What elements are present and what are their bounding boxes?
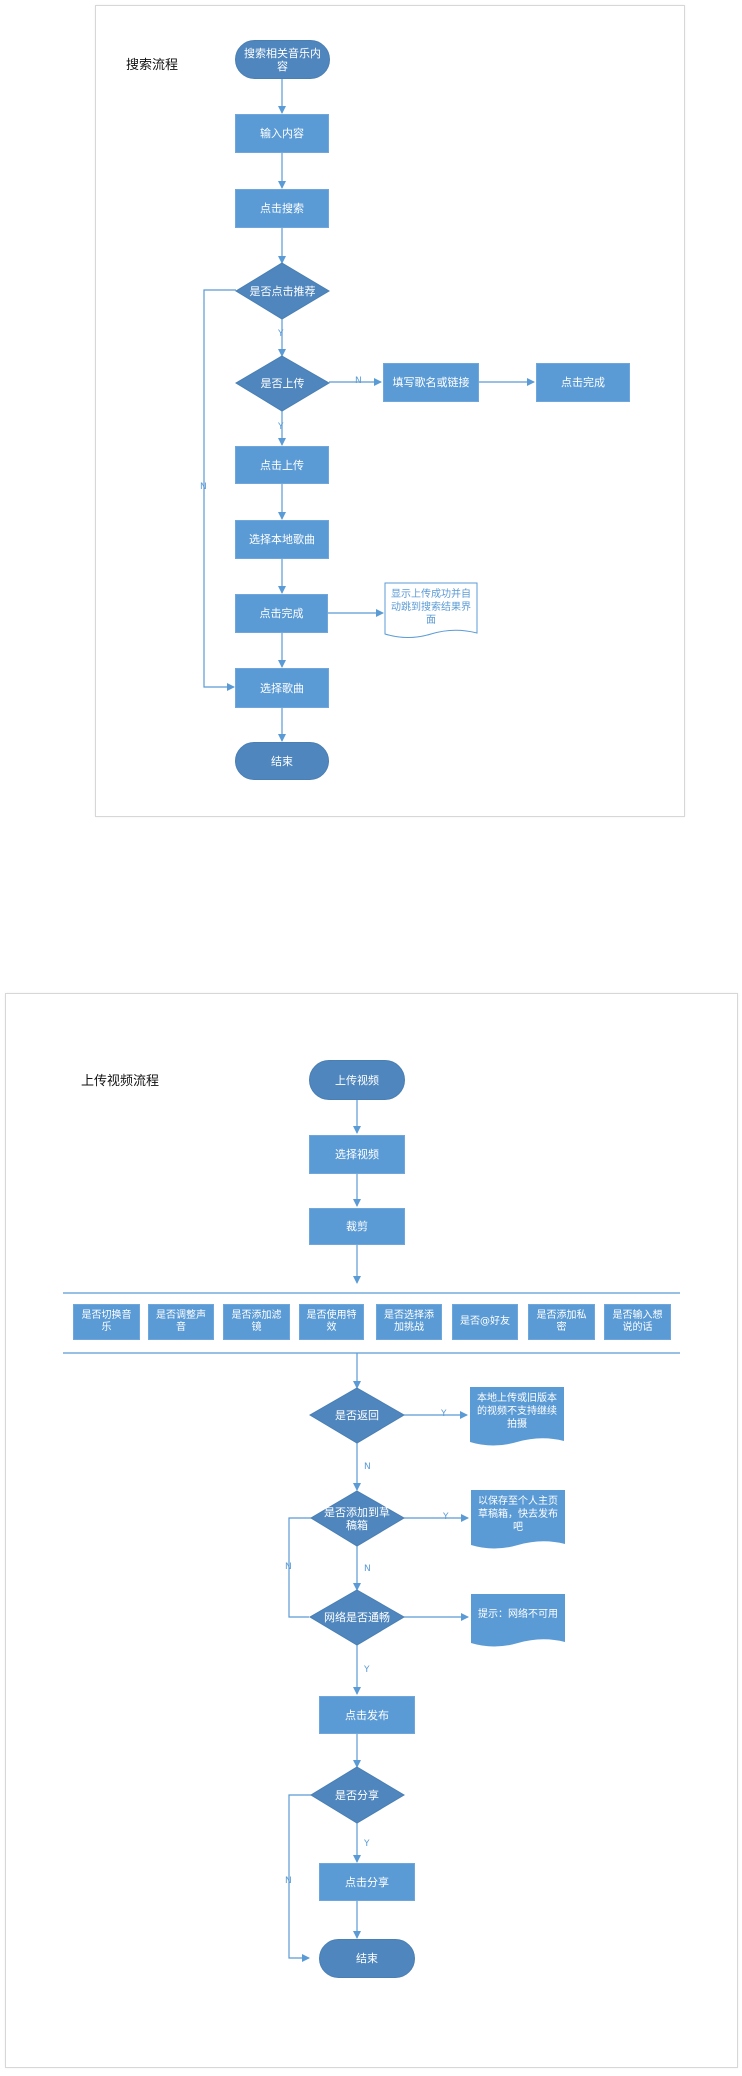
crop-box: 裁剪 (309, 1208, 405, 1245)
click-done-box: 点击完成 (235, 594, 328, 633)
end-node: 结束 (319, 1939, 415, 1978)
network-note-shape (471, 1594, 565, 1647)
no-label: N (364, 1462, 371, 1472)
success-note-text: 显示上传成功并自动跳到搜索结果界面 (391, 588, 471, 626)
publish-box: 点击发布 (319, 1696, 415, 1734)
choose-local-song-box: 选择本地歌曲 (235, 520, 329, 559)
draft-note-text: 以保存至个人主页草稿箱，快去发布吧 (478, 1495, 558, 1533)
no-label: N (200, 482, 207, 492)
upload-flow-title: 上传视频流程 (81, 1074, 160, 1089)
start-node: 搜索相关音乐内容 (235, 40, 330, 79)
input-content-box: 输入内容 (235, 114, 329, 153)
option-add-challenge: 是否选择添加挑战 (376, 1304, 442, 1340)
start-node: 上传视频 (309, 1060, 405, 1100)
share-decision-label: 是否分享 (335, 1788, 379, 1802)
network-note-text: 提示：网络不可用 (478, 1608, 558, 1620)
upload-decision-label: 是否上传 (260, 376, 305, 390)
recommend-decision-label: 是否点击推荐 (249, 284, 316, 298)
network-decision-shape (309, 1589, 405, 1646)
share-decision-shape (310, 1766, 405, 1824)
search-flow-connectors (203, 79, 535, 742)
draft-note-shape (471, 1490, 565, 1549)
end-node: 结束 (235, 742, 329, 780)
click-upload-box: 点击上传 (235, 446, 329, 484)
no-label: N (364, 1564, 371, 1574)
option-input-words: 是否输入想说的话 (604, 1304, 671, 1340)
no-label: N (285, 1562, 292, 1572)
no-label: N (355, 376, 362, 386)
upload-decision-shape (235, 355, 330, 412)
search-flow-page: 搜索流程 搜索相关音乐内容 输入内容 点击搜索 是否点击推荐 是否上传 填写歌名… (95, 5, 685, 817)
search-flow-title: 搜索流程 (126, 58, 179, 73)
yes-label: Y (278, 422, 284, 432)
option-use-effects: 是否使用特效 (299, 1304, 364, 1340)
draft-decision-label: 是否添加到草稿箱 (324, 1506, 390, 1532)
return-decision-shape (309, 1387, 405, 1444)
option-add-private: 是否添加私密 (528, 1304, 595, 1340)
draft-decision-shape (310, 1490, 405, 1547)
recommend-decision-shape (235, 262, 330, 320)
yes-label: Y (364, 1665, 370, 1675)
choose-video-box: 选择视频 (309, 1135, 405, 1174)
fill-name-box: 填写歌名或链接 (383, 363, 479, 402)
return-note-shape (470, 1387, 564, 1446)
return-decision-label: 是否返回 (335, 1408, 379, 1422)
option-adjust-sound: 是否调整声音 (148, 1304, 214, 1340)
success-note-shape (384, 582, 478, 638)
click-share-box: 点击分享 (319, 1863, 415, 1901)
no-label: N (285, 1876, 292, 1886)
click-done-right-box: 点击完成 (536, 363, 630, 402)
upload-flow-connectors (63, 1100, 680, 1962)
yes-label: Y (443, 1512, 449, 1522)
yes-label: Y (441, 1409, 447, 1419)
yes-label: Y (278, 329, 284, 339)
upload-flow-page: 上传视频流程 上传视频 选择视频 裁剪 是否切换音乐 是否调整声音 是否添加滤镜… (5, 993, 738, 2068)
yes-label: Y (364, 1839, 370, 1849)
option-add-filter: 是否添加滤镜 (223, 1304, 290, 1340)
click-search-box: 点击搜索 (235, 189, 329, 228)
option-mention-friend: 是否@好友 (452, 1304, 518, 1340)
return-note-text: 本地上传或旧版本的视频不支持继续拍摄 (477, 1392, 557, 1430)
network-decision-label: 网络是否通畅 (324, 1610, 390, 1624)
choose-song-box: 选择歌曲 (235, 668, 329, 708)
option-switch-music: 是否切换音乐 (73, 1304, 140, 1340)
